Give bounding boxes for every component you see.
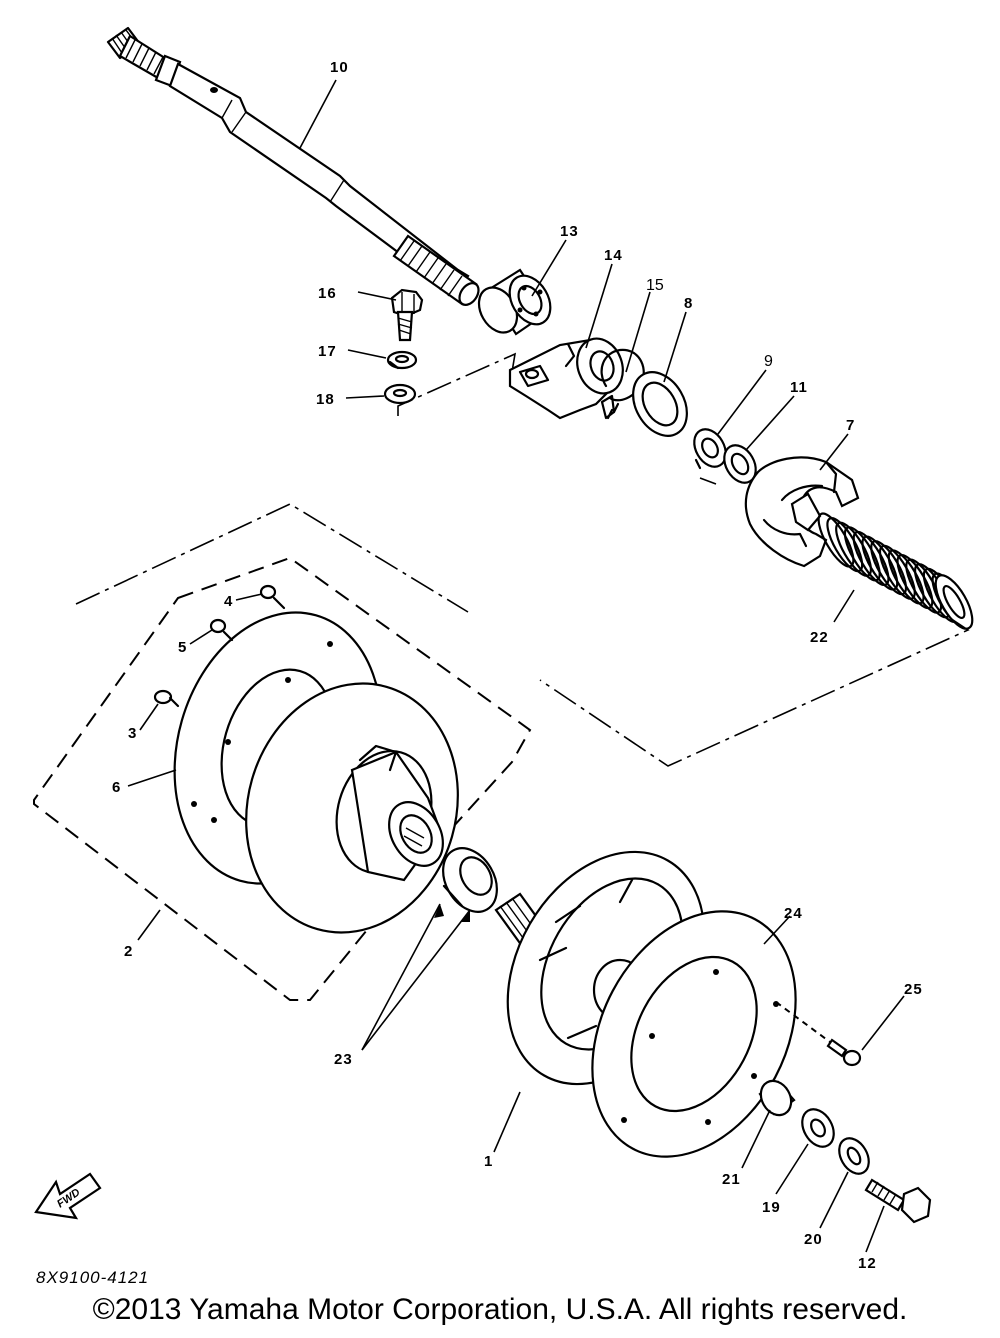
bolt-part-16	[390, 288, 424, 342]
screw-part-25	[826, 1038, 862, 1067]
spring-end-inner	[942, 585, 966, 619]
bolt-part-12	[864, 1178, 932, 1224]
label-part-1: 1	[484, 1153, 493, 1170]
bushing-part-21	[758, 1079, 796, 1117]
disc-part-24	[591, 910, 797, 1158]
label-part-7: 7	[846, 417, 855, 434]
bearing-part-13	[477, 268, 552, 336]
washer-part-19	[801, 1108, 835, 1148]
label-part-19: 19	[762, 1199, 781, 1216]
label-part-24: 24	[784, 905, 803, 922]
washer-part-8	[632, 371, 688, 437]
label-part-12: 12	[858, 1255, 877, 1272]
label-part-2: 2	[124, 943, 133, 960]
label-part-6: 6	[112, 779, 121, 796]
label-part-10: 10	[330, 59, 349, 76]
label-part-5: 5	[178, 639, 187, 656]
label-part-16: 16	[318, 285, 337, 302]
label-part-17: 17	[318, 343, 337, 360]
front-direction-arrow: FWD	[34, 1172, 102, 1220]
seal-part-23	[442, 847, 498, 913]
drawing-code: 8X9100-4121	[36, 1268, 150, 1287]
label-part-13: 13	[560, 223, 579, 240]
screw-part-4	[259, 584, 286, 610]
label-part-20: 20	[804, 1231, 823, 1248]
assembly-line-main	[75, 477, 970, 767]
washer-part-11	[723, 444, 757, 484]
label-part-23: 23	[334, 1051, 353, 1068]
screw-part-5	[209, 618, 234, 642]
copyright-notice: ©2013 Yamaha Motor Corporation, U.S.A. A…	[92, 1293, 908, 1326]
label-part-9: 9	[764, 353, 773, 370]
spring-end-coil	[934, 574, 974, 630]
label-part-3: 3	[128, 725, 137, 742]
label-part-4: 4	[224, 593, 233, 610]
lock-washer-part-17	[386, 350, 418, 370]
label-part-22: 22	[810, 629, 829, 646]
fixed-sheave	[245, 682, 459, 934]
label-part-15: 15	[646, 277, 664, 294]
assembly-line-bolt	[397, 352, 517, 416]
leader-lines	[127, 79, 905, 1253]
plain-washer-part-18	[383, 383, 417, 405]
part-labels: 10 13 14 15 8 9 11 7 16 17 18 22 4 5 3 6…	[112, 59, 923, 1272]
sheave-assembly-boundary	[33, 556, 532, 1001]
label-part-25: 25	[904, 981, 923, 998]
washer-part-9	[693, 428, 727, 470]
label-part-11: 11	[790, 379, 808, 396]
label-part-18: 18	[316, 391, 335, 408]
label-part-21: 21	[722, 1171, 741, 1188]
screw-part-3	[153, 689, 180, 708]
cam-part-7	[744, 456, 860, 568]
label-part-14: 14	[604, 247, 623, 264]
shaft-part-10	[106, 26, 480, 306]
spring-part-22	[817, 512, 974, 630]
label-part-8: 8	[684, 295, 693, 312]
assembly-line-screw-25	[775, 1001, 831, 1043]
washer-part-20	[838, 1137, 870, 1175]
circlip-part-15	[600, 348, 645, 420]
